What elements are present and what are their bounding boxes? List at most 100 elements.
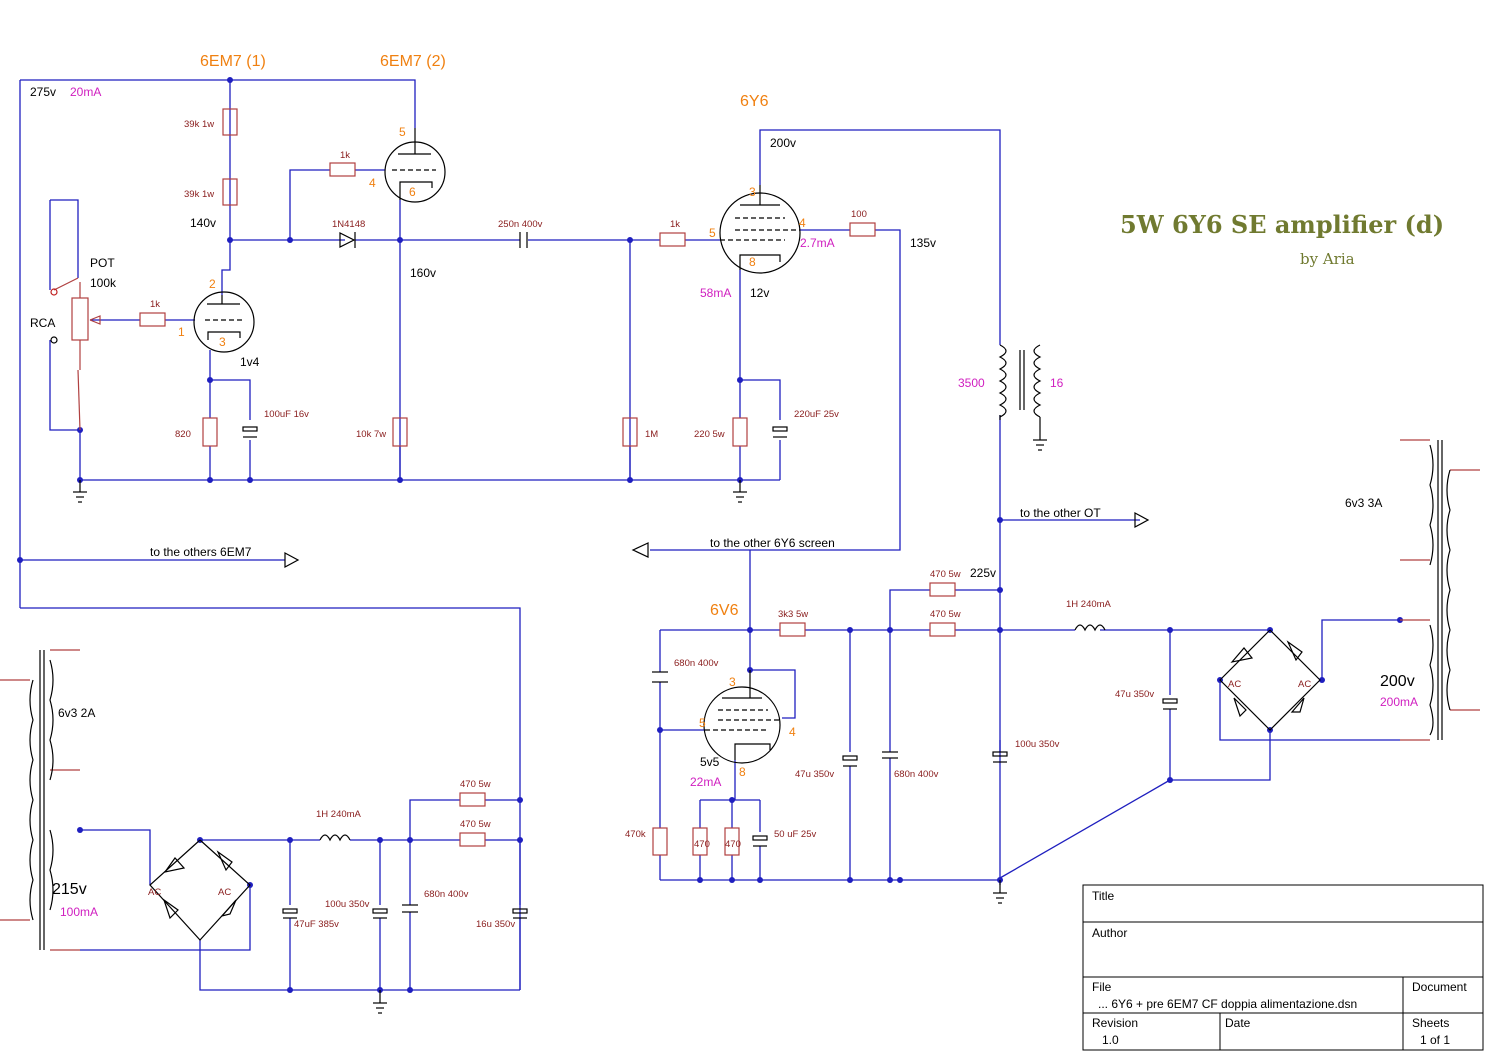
title-block-sheets-label: Sheets xyxy=(1412,1016,1449,1030)
label-1k-c: 1k xyxy=(670,219,680,230)
current-200ma: 200mA xyxy=(1380,695,1418,709)
voltage-160: 160v xyxy=(410,266,436,280)
bridge-rectifier-left xyxy=(149,839,251,941)
label-c220uf: 220uF 25v xyxy=(794,409,839,420)
label-c680n-b: 680n 400v xyxy=(894,769,939,780)
title-block-sheets-value: 1 of 1 xyxy=(1420,1033,1450,1047)
label-r820: 820 xyxy=(175,429,191,440)
arrow-others-6em7 xyxy=(284,551,300,569)
pin-t3-plate: 3 xyxy=(749,185,756,199)
power-transformer-right xyxy=(1400,439,1480,741)
label-ac-right-1: AC xyxy=(1228,679,1241,690)
label-filament-6v3-3a: 6v3 3A xyxy=(1345,496,1382,510)
label-c47u-350: 47u 350v xyxy=(795,769,834,780)
label-c100u-350-b: 100u 350v xyxy=(325,899,370,910)
pin-t1-plate: 2 xyxy=(209,277,216,291)
label-c100u-350: 100u 350v xyxy=(1015,739,1060,750)
rca-jack xyxy=(50,288,58,344)
title-block-file-label: File xyxy=(1092,980,1112,994)
tube-label-6v6: 6V6 xyxy=(710,602,739,619)
pin-t3-screen: 4 xyxy=(799,216,806,230)
schematic-author: by Aria xyxy=(1300,250,1355,268)
tube-6v6 xyxy=(703,670,782,764)
arrow-label-other-screen: to the other 6Y6 screen xyxy=(710,536,835,550)
label-r10k: 10k 7w xyxy=(356,429,386,440)
title-block-title-label: Title xyxy=(1092,889,1115,903)
pin-t2-cathode: 6 xyxy=(409,185,416,199)
label-r470-5w-d: 470 5w xyxy=(460,819,491,830)
label-c680n-a: 680n 400v xyxy=(674,658,719,669)
current-100ma: 100mA xyxy=(60,905,98,919)
voltage-135: 135v xyxy=(910,236,936,250)
label-r470-5w-a: 470 5w xyxy=(930,569,961,580)
pin-t3-grid: 5 xyxy=(709,226,716,240)
pin-t1-grid: 1 xyxy=(178,325,185,339)
title-block-revision-value: 1.0 xyxy=(1102,1033,1119,1047)
arrow-other-screen xyxy=(631,542,649,558)
label-r470-a: 470 xyxy=(694,839,710,850)
current-22ma: 22mA xyxy=(690,775,721,789)
output-transformer xyxy=(998,344,1042,440)
wires-preamp xyxy=(19,79,1140,990)
schematic-title: 5W 6Y6 SE amplifier (d) xyxy=(1120,210,1444,239)
pin-t4-grid: 5 xyxy=(699,716,706,730)
label-r470-5w-b: 470 5w xyxy=(930,609,961,620)
label-choke-right: 1H 240mA xyxy=(1066,599,1112,610)
label-c47u-350-b: 47u 350v xyxy=(1115,689,1154,700)
label-ot-primary: 3500 xyxy=(958,376,985,390)
pin-t3-cathode: 8 xyxy=(749,255,756,269)
label-pot-value: 100k xyxy=(90,276,117,290)
label-r1m: 1M xyxy=(645,429,658,440)
label-c50uf: 50 uF 25v xyxy=(774,829,816,840)
title-block xyxy=(1082,884,1484,1051)
voltage-12: 12v xyxy=(750,286,769,300)
voltage-140: 140v xyxy=(190,216,216,230)
power-transformer-left xyxy=(0,649,80,951)
diode-1n4148 xyxy=(339,232,356,248)
label-r220: 220 5w xyxy=(694,429,725,440)
label-1k-a: 1k xyxy=(340,150,350,161)
label-r470-b: 470 xyxy=(725,839,741,850)
label-filament-6v3-2a: 6v3 2A xyxy=(58,706,95,720)
label-r470k: 470k xyxy=(625,829,646,840)
voltage-1v4: 1v4 xyxy=(240,355,260,369)
tube-6em7-1 xyxy=(193,291,255,353)
label-ac-left-1: AC xyxy=(148,887,161,898)
current-20ma: 20mA xyxy=(70,85,101,99)
label-1k-b: 1k xyxy=(150,299,160,310)
title-block-document-label: Document xyxy=(1412,980,1467,994)
arrow-other-ot xyxy=(1134,511,1150,529)
label-c100uf: 100uF 16v xyxy=(264,409,309,420)
pin-t4-plate: 3 xyxy=(729,675,736,689)
voltage-200-supply: 200v xyxy=(1380,673,1415,690)
pin-t1-cathode: 3 xyxy=(219,335,226,349)
arrow-label-others-6em7: to the others 6EM7 xyxy=(150,545,252,559)
voltage-225: 225v xyxy=(970,566,996,580)
label-c16u: 16u 350v xyxy=(476,919,515,930)
wires-power xyxy=(80,589,1400,991)
current-2-7ma: 2.7mA xyxy=(800,236,835,250)
tube-6em7-2 xyxy=(384,128,446,203)
label-1n4148: 1N4148 xyxy=(332,219,365,230)
pin-t2-grid: 4 xyxy=(369,176,376,190)
label-ac-right-2: AC xyxy=(1298,679,1311,690)
label-ot-secondary: 16 xyxy=(1050,376,1064,390)
title-block-revision-label: Revision xyxy=(1092,1016,1138,1030)
label-c250n: 250n 400v xyxy=(498,219,543,230)
chokes xyxy=(319,624,1106,842)
label-pot: POT xyxy=(90,256,115,270)
pin-t2-plate: 5 xyxy=(399,125,406,139)
tube-label-6y6: 6Y6 xyxy=(740,93,769,110)
label-39k-b: 39k 1w xyxy=(184,189,214,200)
bridge-rectifier-right xyxy=(1219,629,1321,731)
voltage-275: 275v xyxy=(30,85,56,99)
ground-symbols xyxy=(73,439,1047,1014)
label-choke-left: 1H 240mA xyxy=(316,809,362,820)
label-c47uf-385: 47uF 385v xyxy=(294,919,339,930)
pin-t4-screen: 4 xyxy=(789,725,796,739)
voltage-215: 215v xyxy=(52,881,87,898)
title-block-date-label: Date xyxy=(1225,1016,1251,1030)
resistors xyxy=(53,108,956,856)
tube-label-6em7-1: 6EM7 (1) xyxy=(200,53,266,70)
label-rca: RCA xyxy=(30,316,55,330)
